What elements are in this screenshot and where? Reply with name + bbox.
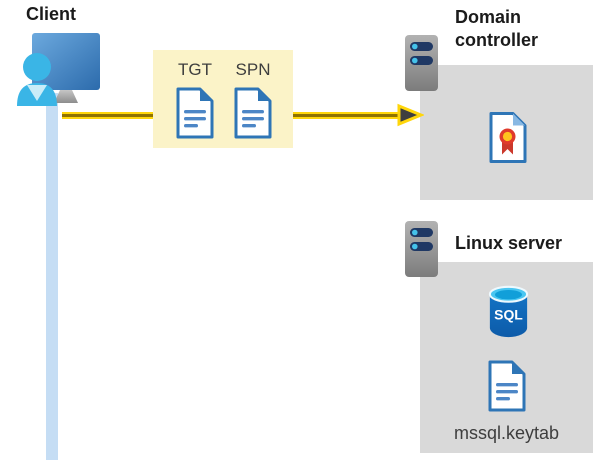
tgt-item: TGT: [167, 60, 223, 139]
tgt-document-icon: [176, 87, 214, 139]
certificate-icon: [489, 112, 527, 163]
sql-icon-text: SQL: [494, 306, 523, 322]
domain-controller-server-icon: [405, 35, 438, 91]
spn-item: SPN: [225, 60, 281, 139]
request-arrow-head-icon: [397, 103, 424, 127]
tgt-label: TGT: [178, 60, 212, 79]
client-label: Client: [26, 4, 77, 24]
ticket-box: TGT SPN: [153, 50, 293, 148]
linux-server-icon: [405, 221, 438, 277]
keytab-filename-label: mssql.keytab: [453, 423, 560, 443]
spn-label: SPN: [235, 60, 271, 79]
person-at-monitor-icon: [17, 33, 100, 106]
keytab-document-icon: [488, 360, 526, 412]
linux-server-label: Linux server: [455, 233, 563, 253]
client-connector-line: [46, 93, 58, 460]
sql-database-icon: SQL: [488, 285, 529, 338]
domain-controller-label: Domain controller: [455, 7, 539, 50]
spn-document-icon: [234, 87, 272, 139]
